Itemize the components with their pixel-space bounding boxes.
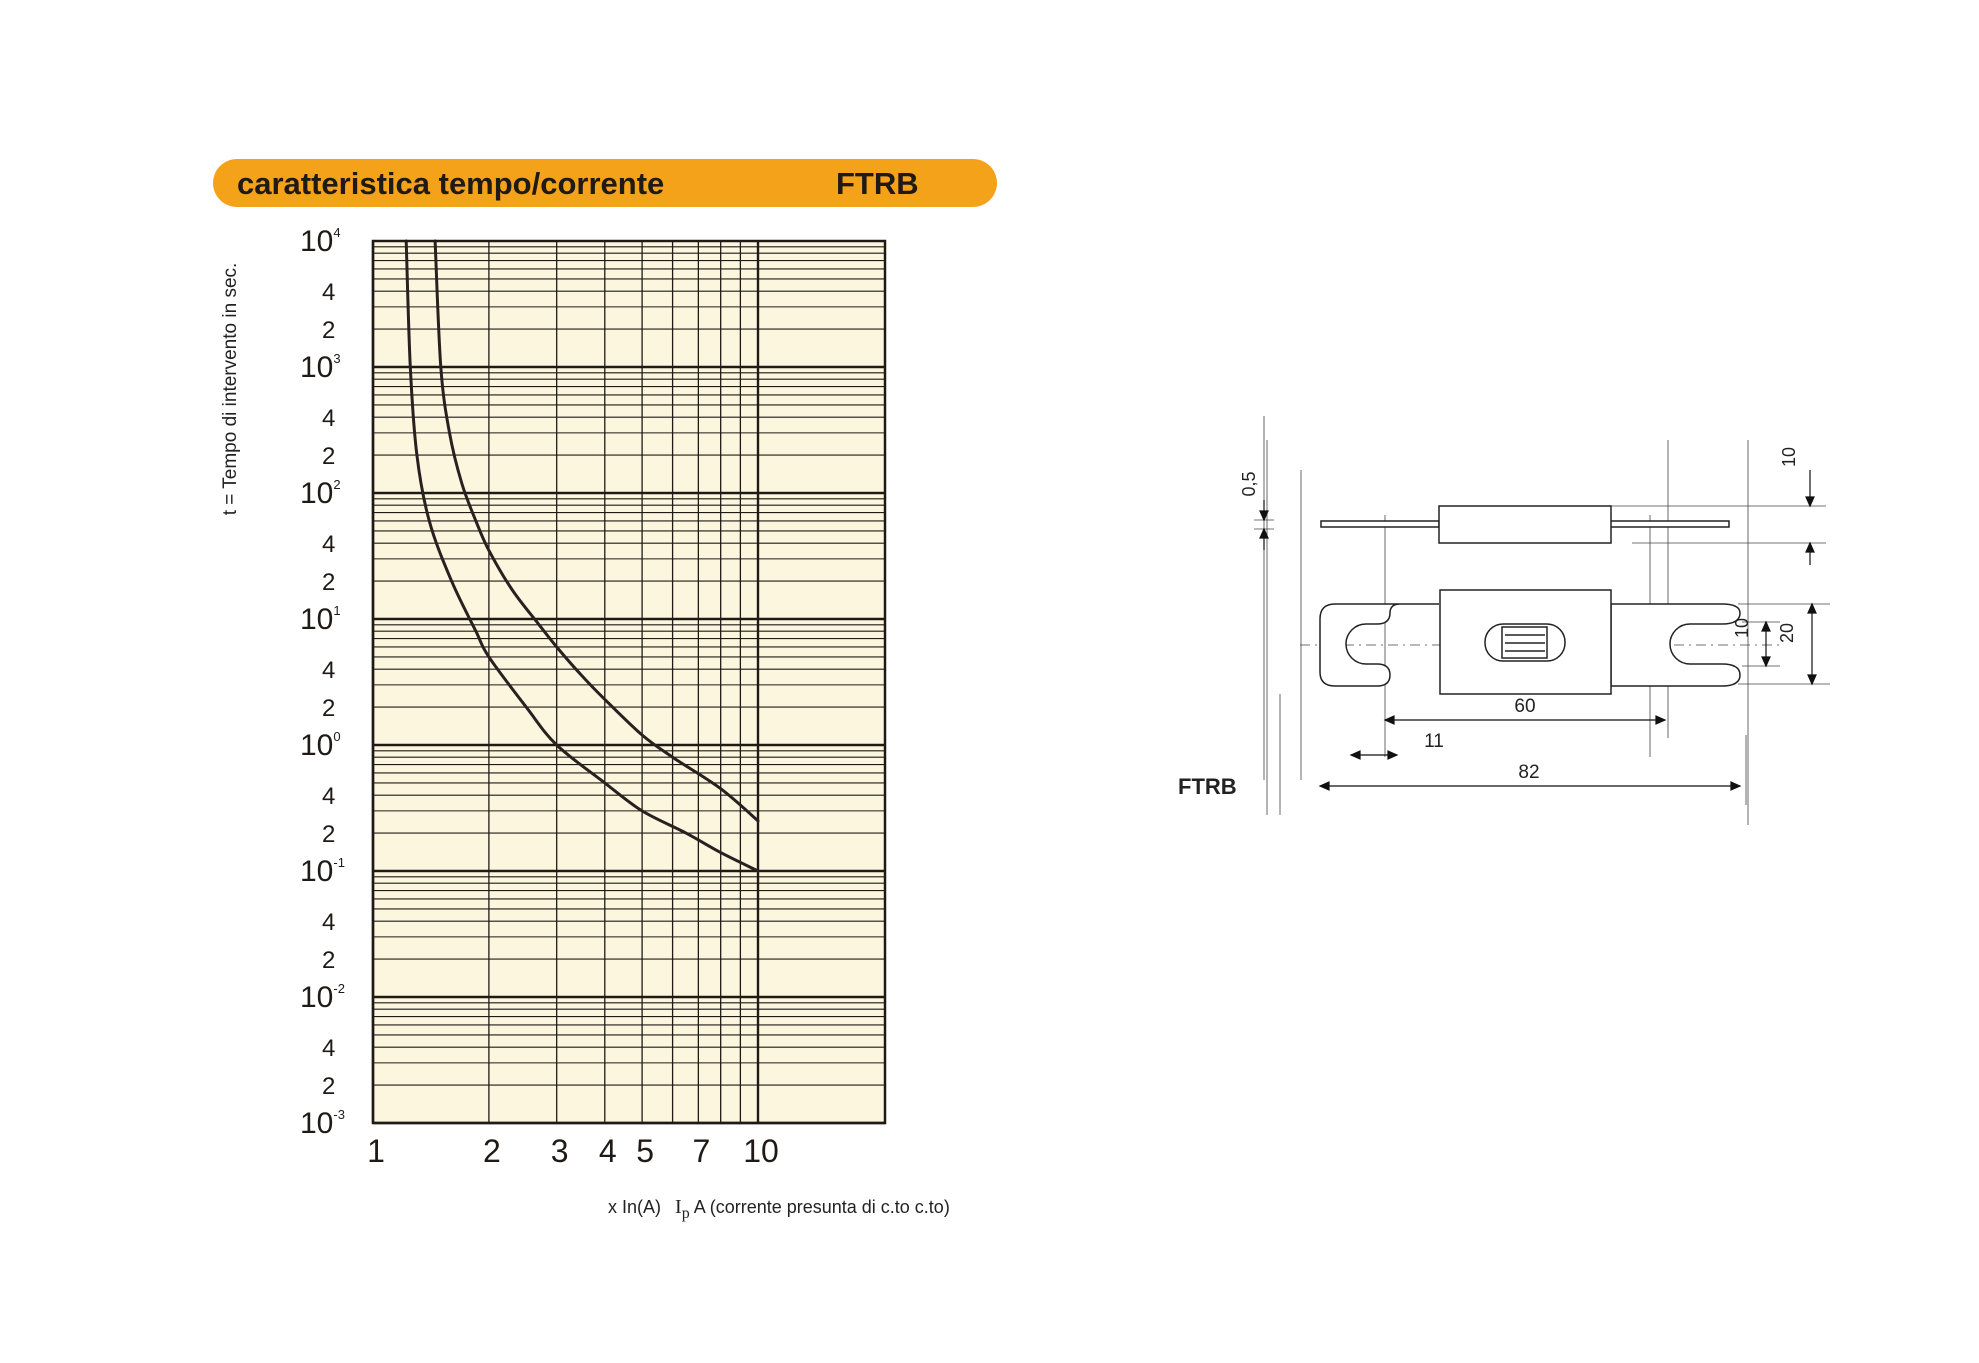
- y-tick-exponent: 4: [333, 225, 340, 240]
- y-tick-label: 10-1: [300, 855, 345, 888]
- dim-hole-offset: 11: [1424, 731, 1444, 752]
- y-tick-label: 2: [322, 821, 335, 848]
- dim-body-length: 60: [1514, 696, 1535, 717]
- y-tick-label: 103: [300, 351, 341, 384]
- fuse-top-view: [1319, 589, 1741, 695]
- y-tick-base: 10: [300, 855, 333, 888]
- x-tick-label: 7: [692, 1133, 710, 1169]
- y-tick-exponent: 1: [333, 603, 340, 618]
- y-tick-label: 4: [322, 909, 335, 936]
- dim-width: 20: [1777, 623, 1797, 643]
- dim-slot: 10: [1732, 618, 1752, 638]
- x-tick-label: 4: [599, 1133, 617, 1169]
- drawing-caption: FTRB: [1178, 774, 1237, 799]
- y-tick-label: 100: [300, 729, 341, 762]
- extension-lines: [1254, 416, 1830, 825]
- fuse-side-view: [1320, 505, 1730, 544]
- y-tick-exponent: 3: [333, 351, 340, 366]
- y-tick-base: 10: [300, 351, 333, 384]
- series-curves: [404, 239, 760, 873]
- plot-border: [371, 239, 887, 1125]
- x-axis-label-symbol-subscript: p: [681, 1205, 690, 1222]
- x-tick-label: 5: [636, 1133, 654, 1169]
- series-curve-1: [404, 239, 760, 873]
- y-tick-label: 4: [322, 405, 335, 432]
- section-title: caratteristica tempo/corrente: [237, 166, 665, 201]
- dimension-arrows: [1259, 470, 1817, 791]
- x-axis-label-suffix: A (corrente presunta di c.to c.to): [693, 1197, 950, 1217]
- y-tick-label: 4: [322, 783, 335, 810]
- y-tick-label: 4: [322, 531, 335, 558]
- x-axis-label-prefix: x In(A): [608, 1197, 662, 1217]
- y-tick-exponent: 0: [333, 729, 340, 744]
- y-tick-label: 10-3: [300, 1107, 345, 1140]
- x-tick-label: 1: [367, 1133, 385, 1169]
- x-axis-label-symbol: Ip: [675, 1196, 690, 1222]
- y-tick-exponent: 2: [333, 477, 340, 492]
- y-tick-exponent: -1: [333, 855, 345, 870]
- dim-height-side: 10: [1779, 447, 1799, 467]
- product-code: FTRB: [836, 166, 919, 201]
- dim-thickness: 0,5: [1239, 471, 1259, 496]
- y-tick-label: 104: [300, 225, 341, 258]
- y-tick-label: 2: [322, 443, 335, 470]
- y-tick-label: 2: [322, 695, 335, 722]
- y-tick-label: 102: [300, 477, 341, 510]
- y-tick-base: 10: [300, 729, 333, 762]
- y-tick-label: 4: [322, 1035, 335, 1062]
- y-tick-label: 2: [322, 1073, 335, 1100]
- y-tick-label: 10-2: [300, 981, 345, 1014]
- y-tick-exponent: -3: [333, 1107, 345, 1122]
- x-tick-label: 10: [743, 1133, 779, 1169]
- x-axis-label-symbol-letter: I: [675, 1196, 682, 1218]
- y-tick-label: 4: [322, 657, 335, 684]
- y-tick-base: 10: [300, 981, 333, 1014]
- y-tick-label: 101: [300, 603, 341, 636]
- y-tick-exponent: -2: [333, 981, 345, 996]
- y-tick-base: 10: [300, 477, 333, 510]
- x-tick-label: 2: [483, 1133, 501, 1169]
- y-tick-base: 10: [300, 225, 333, 258]
- x-tick-label: 3: [551, 1133, 569, 1169]
- plot-area: [373, 241, 885, 1123]
- series-curve-2: [433, 239, 760, 823]
- y-tick-base: 10: [300, 603, 333, 636]
- y-tick-label: 4: [322, 279, 335, 306]
- section-header-bar: caratteristica tempo/corrente FTRB: [213, 159, 997, 207]
- y-tick-label: 2: [322, 569, 335, 596]
- dim-total-length: 82: [1518, 762, 1539, 783]
- y-tick-base: 10: [300, 1107, 333, 1140]
- y-tick-label: 2: [322, 317, 335, 344]
- y-tick-label: 2: [322, 947, 335, 974]
- y-tick-labels: 104421034210242101421004210-14210-24210-…: [300, 225, 345, 1140]
